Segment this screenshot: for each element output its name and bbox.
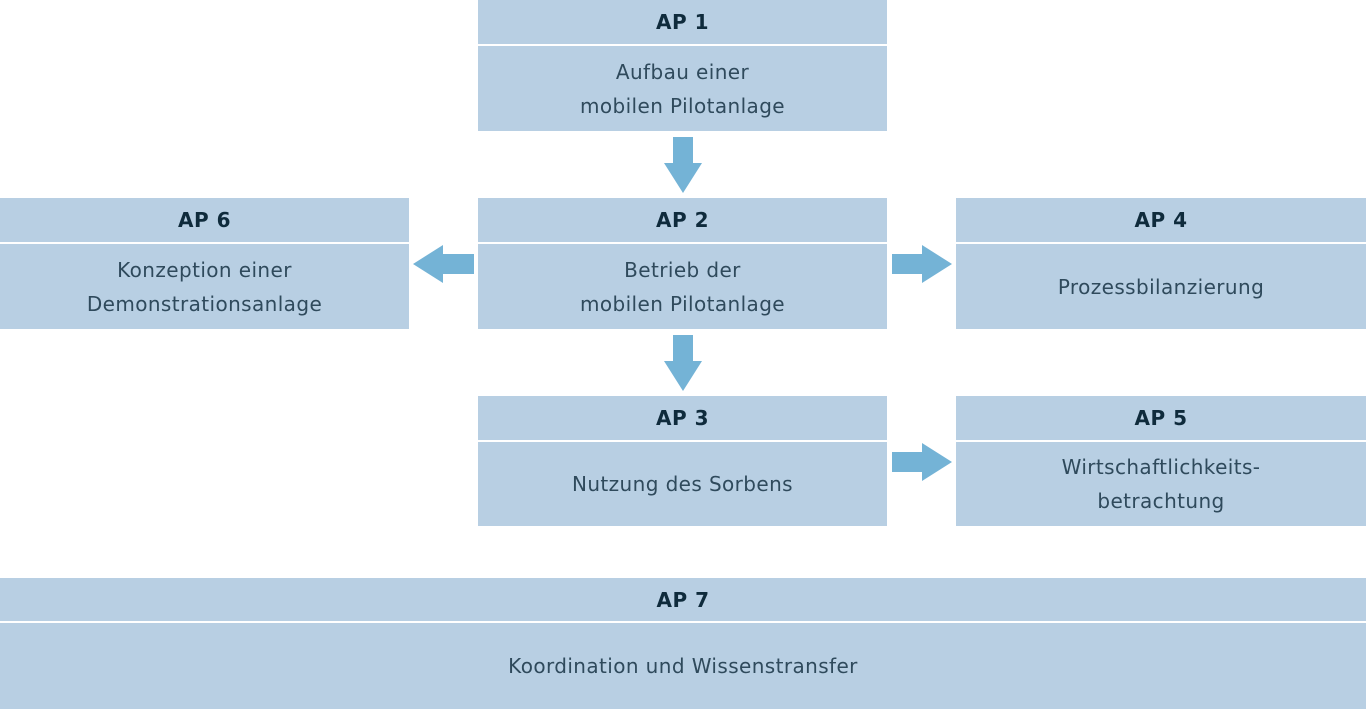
ap7-line-1: Koordination und Wissenstransfer	[508, 654, 858, 678]
ap1-line-1: Aufbau einer	[615, 59, 750, 84]
ap3-line-1: Nutzung des Sorbens	[571, 472, 793, 496]
ap5-label: AP 5	[956, 396, 1366, 442]
ap5-line-1: Wirtschaftlichkeits-	[1061, 455, 1261, 479]
arrow-right-icon	[892, 443, 952, 481]
work-package-ap7: AP 7 Koordination und Wissenstransfer	[0, 578, 1366, 709]
ap1-line-2: mobilen Pilotanlage	[579, 93, 786, 118]
ap2-label: AP 2	[478, 198, 887, 244]
ap4-description: Prozessbilanzierung	[956, 244, 1366, 329]
work-package-ap2: AP 2 Betrieb der mobilen Pilotanlage	[478, 198, 887, 329]
ap1-description: Aufbau einer mobilen Pilotanlage	[478, 46, 887, 131]
arrow-ap2-to-ap6	[413, 245, 474, 283]
arrow-down-icon	[664, 137, 702, 193]
arrow-right-icon	[892, 245, 952, 283]
arrow-ap3-to-ap5	[892, 443, 952, 481]
ap3-description: Nutzung des Sorbens	[478, 442, 887, 526]
work-package-ap6: AP 6 Konzeption einer Demonstrationsanla…	[0, 198, 409, 329]
ap7-label: AP 7	[0, 578, 1366, 623]
ap6-line-2: Demonstrationsanlage	[86, 291, 323, 316]
work-package-ap4: AP 4 Prozessbilanzierung	[956, 198, 1366, 329]
ap2-line-1: Betrieb der	[624, 257, 741, 282]
arrow-ap1-to-ap2	[664, 137, 702, 193]
ap6-description: Konzeption einer Demonstrationsanlage	[0, 244, 409, 329]
arrow-ap2-to-ap3	[664, 335, 702, 391]
ap7-description: Koordination und Wissenstransfer	[0, 623, 1366, 709]
arrow-ap2-to-ap4	[892, 245, 952, 283]
ap1-label: AP 1	[478, 0, 887, 46]
ap2-description: Betrieb der mobilen Pilotanlage	[478, 244, 887, 329]
work-package-ap5: AP 5 Wirtschaftlichkeits- betrachtung	[956, 396, 1366, 526]
work-package-ap3: AP 3 Nutzung des Sorbens	[478, 396, 887, 526]
ap6-label: AP 6	[0, 198, 409, 244]
ap4-label: AP 4	[956, 198, 1366, 244]
arrow-left-icon	[413, 245, 474, 283]
ap5-line-2: betrachtung	[1097, 489, 1225, 513]
ap4-line-1: Prozessbilanzierung	[1057, 274, 1265, 299]
ap5-description: Wirtschaftlichkeits- betrachtung	[956, 442, 1366, 526]
ap3-label: AP 3	[478, 396, 887, 442]
work-package-ap1: AP 1 Aufbau einer mobilen Pilotanlage	[478, 0, 887, 131]
arrow-down-icon	[664, 335, 702, 391]
ap2-line-2: mobilen Pilotanlage	[579, 291, 786, 316]
ap6-line-1: Konzeption einer	[117, 257, 292, 282]
